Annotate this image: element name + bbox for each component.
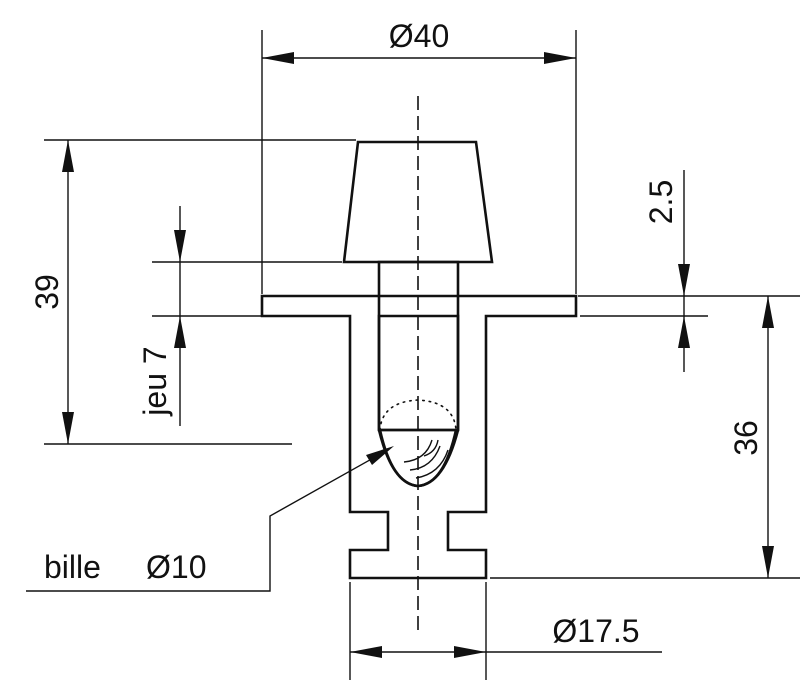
pin-head — [342, 140, 494, 264]
dimension-total-height: 39 — [29, 140, 74, 444]
play-label: jeu 7 — [137, 346, 173, 416]
body-height-label: 36 — [728, 420, 764, 456]
total-height-label: 39 — [29, 274, 65, 310]
body-section — [260, 294, 578, 580]
ball-callout-word: bille — [44, 549, 101, 585]
ball-callout: bille Ø10 — [26, 446, 394, 592]
ball-callout-diameter: Ø10 — [146, 549, 206, 585]
ball-shading — [403, 439, 449, 479]
dimension-offset: 2.5 — [643, 170, 690, 372]
offset-label: 2.5 — [643, 180, 679, 224]
top-diameter-label: Ø40 — [389, 18, 449, 54]
bottom-diameter-label: Ø17.5 — [552, 613, 639, 649]
dimension-bottom-diameter: Ø17.5 — [350, 613, 662, 658]
dimension-top-diameter: Ø40 — [262, 18, 576, 64]
extension-lines — [44, 30, 800, 680]
pin-shank — [377, 260, 460, 432]
dimension-play: jeu 7 — [137, 206, 186, 426]
pin — [342, 140, 494, 432]
dimension-body-height: 36 — [728, 296, 774, 578]
body-hatched-section — [260, 294, 578, 580]
